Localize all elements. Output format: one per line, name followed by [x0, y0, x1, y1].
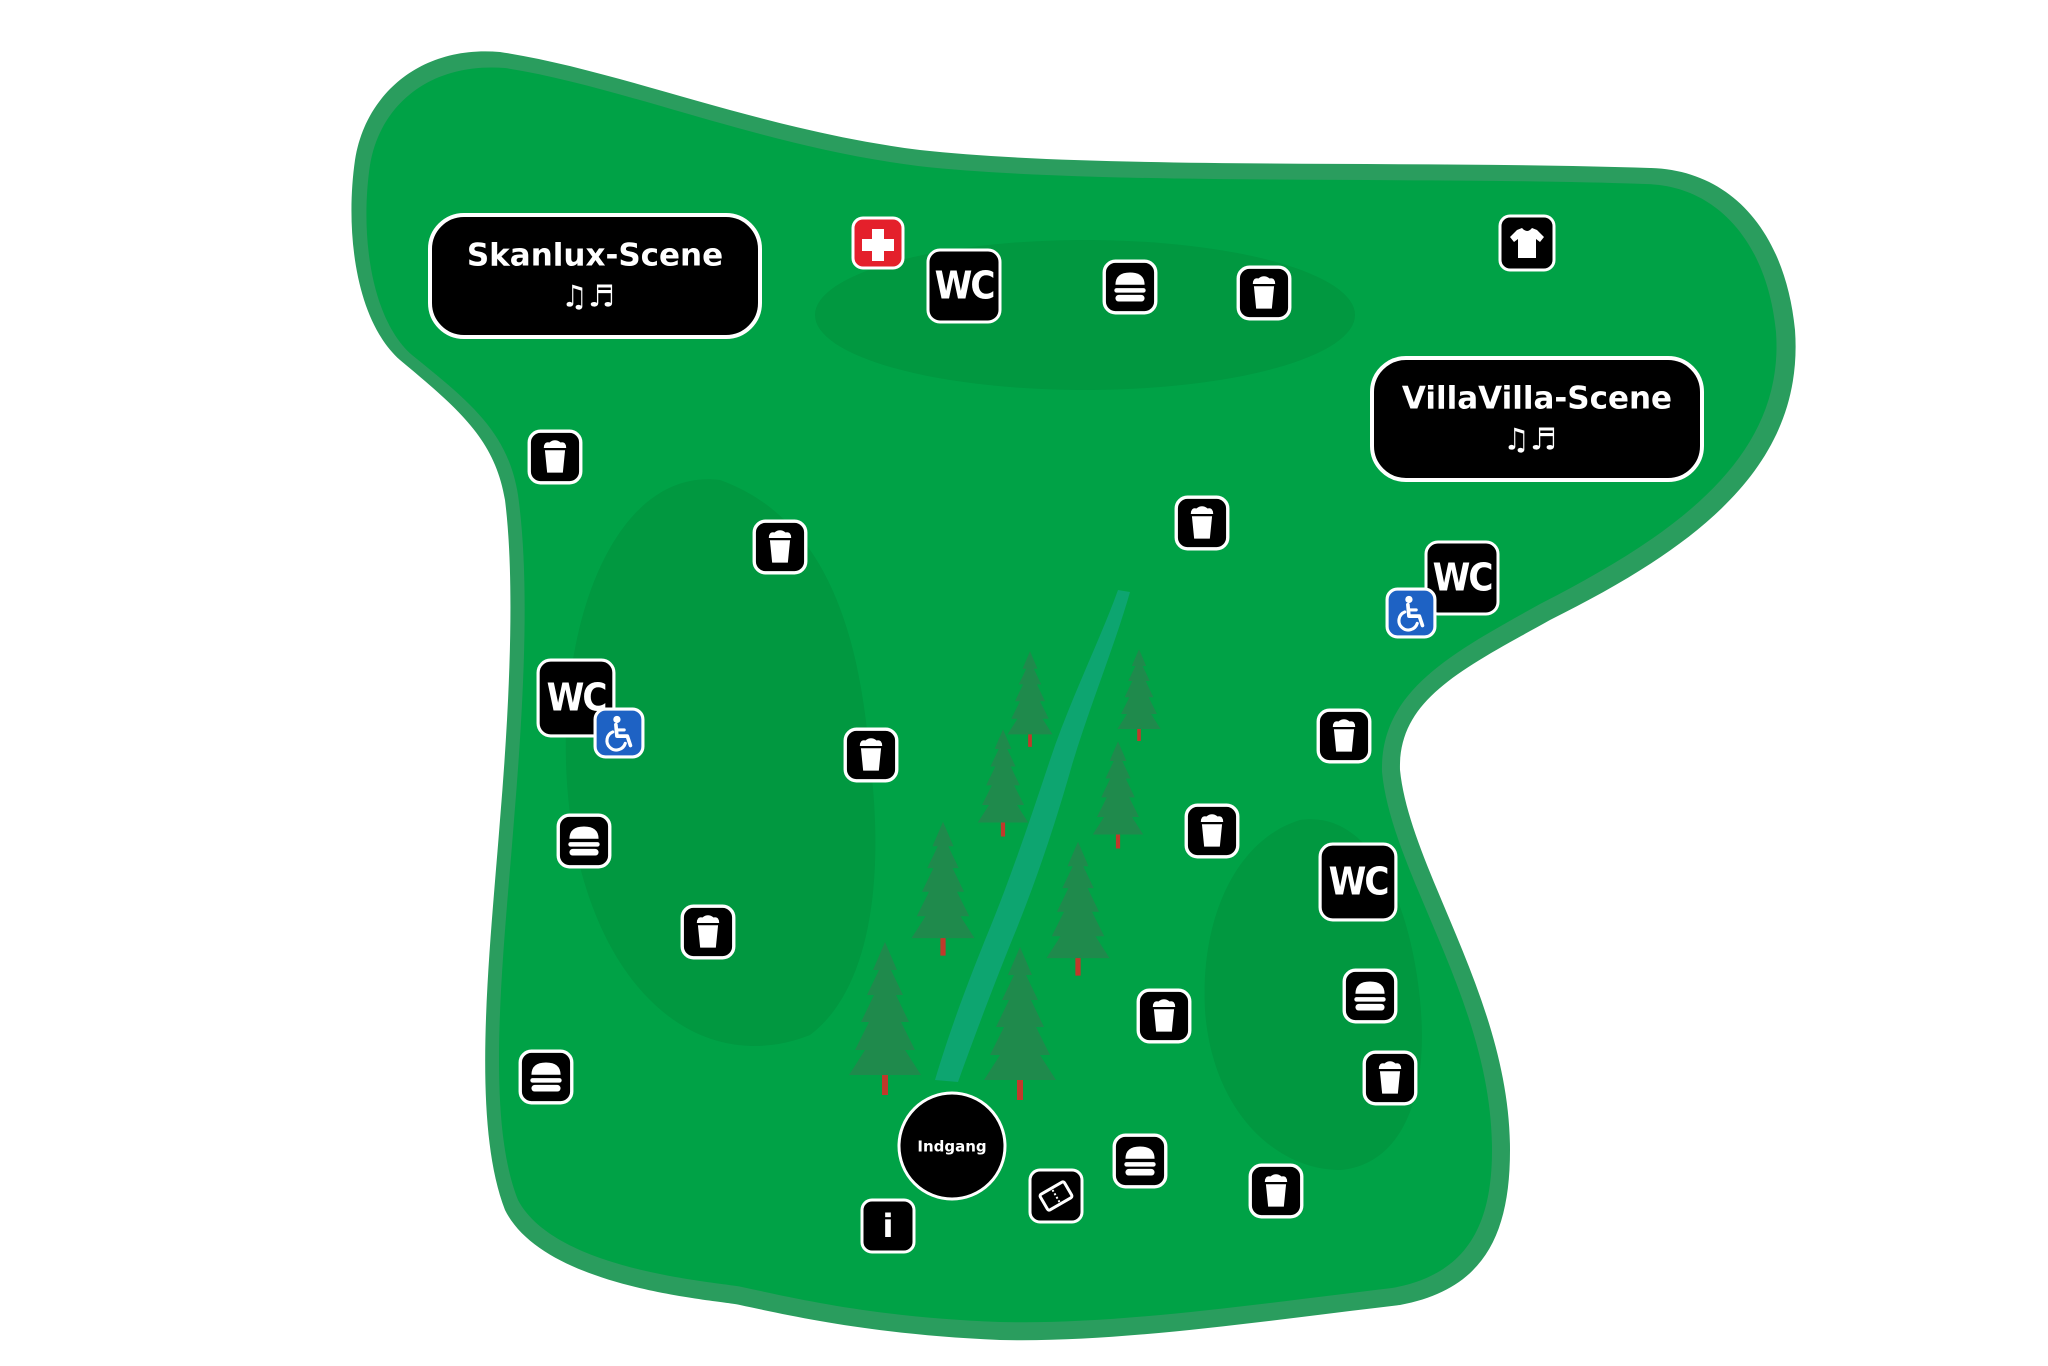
- wc-east[interactable]: WC: [1424, 540, 1500, 616]
- wc-label: WC: [935, 264, 994, 308]
- stage-skanlux-sign: [428, 213, 762, 339]
- burger-icon[interactable]: [556, 813, 612, 869]
- wheelchair-icon: [1385, 587, 1437, 639]
- tshirt-icon: [1510, 228, 1544, 258]
- info-point[interactable]: i: [860, 1198, 916, 1254]
- beer-icon[interactable]: [1316, 708, 1372, 764]
- stage-villavilla-title: VillaVilla-Scene: [1402, 381, 1672, 417]
- beer-icon[interactable]: [752, 519, 808, 575]
- entrance-label: Indgang: [917, 1138, 986, 1156]
- burger-icon[interactable]: [1112, 1133, 1168, 1189]
- beer-icon[interactable]: [1184, 803, 1240, 859]
- beer-icon[interactable]: [843, 727, 899, 783]
- merch-stand[interactable]: [1498, 214, 1556, 272]
- stage-skanlux[interactable]: Skanlux-Scene ♫♬: [428, 213, 762, 339]
- forest-path: [935, 590, 1130, 1082]
- beer-icon[interactable]: [1248, 1163, 1304, 1219]
- music-notes-icon: ♫♬: [1503, 423, 1557, 458]
- beer-icon[interactable]: [1136, 988, 1192, 1044]
- accessible-wc-west[interactable]: [593, 707, 645, 759]
- beer-icon[interactable]: [1362, 1050, 1418, 1106]
- beer-icon[interactable]: [680, 904, 736, 960]
- stage-villavilla-sign: [1370, 356, 1704, 482]
- stage-villavilla[interactable]: VillaVilla-Scene ♫♬: [1370, 356, 1704, 482]
- info-icon: i: [883, 1207, 894, 1245]
- shade-west: [565, 479, 876, 1046]
- beer-icon[interactable]: [1236, 265, 1292, 321]
- accessible-wc-east[interactable]: [1385, 587, 1437, 639]
- beer-icon[interactable]: [527, 429, 583, 485]
- burger-icon[interactable]: [1342, 968, 1398, 1024]
- wc-north[interactable]: WC: [926, 248, 1002, 324]
- first-aid-cross-icon: [862, 229, 894, 261]
- wc-label: WC: [1433, 556, 1492, 600]
- wc-label: WC: [1329, 860, 1388, 904]
- entrance[interactable]: Indgang: [897, 1091, 1007, 1201]
- wheelchair-icon: [593, 707, 645, 759]
- music-notes-icon: ♫♬: [561, 280, 615, 315]
- wc-southeast[interactable]: WC: [1318, 842, 1398, 922]
- stage-skanlux-title: Skanlux-Scene: [467, 238, 723, 274]
- first-aid-point[interactable]: [851, 216, 905, 270]
- ticket-booth[interactable]: [1028, 1168, 1084, 1224]
- ticket-icon: [1038, 1180, 1074, 1212]
- beer-icon[interactable]: [1174, 495, 1230, 551]
- burger-icon[interactable]: [1102, 259, 1158, 315]
- burger-icon[interactable]: [518, 1049, 574, 1105]
